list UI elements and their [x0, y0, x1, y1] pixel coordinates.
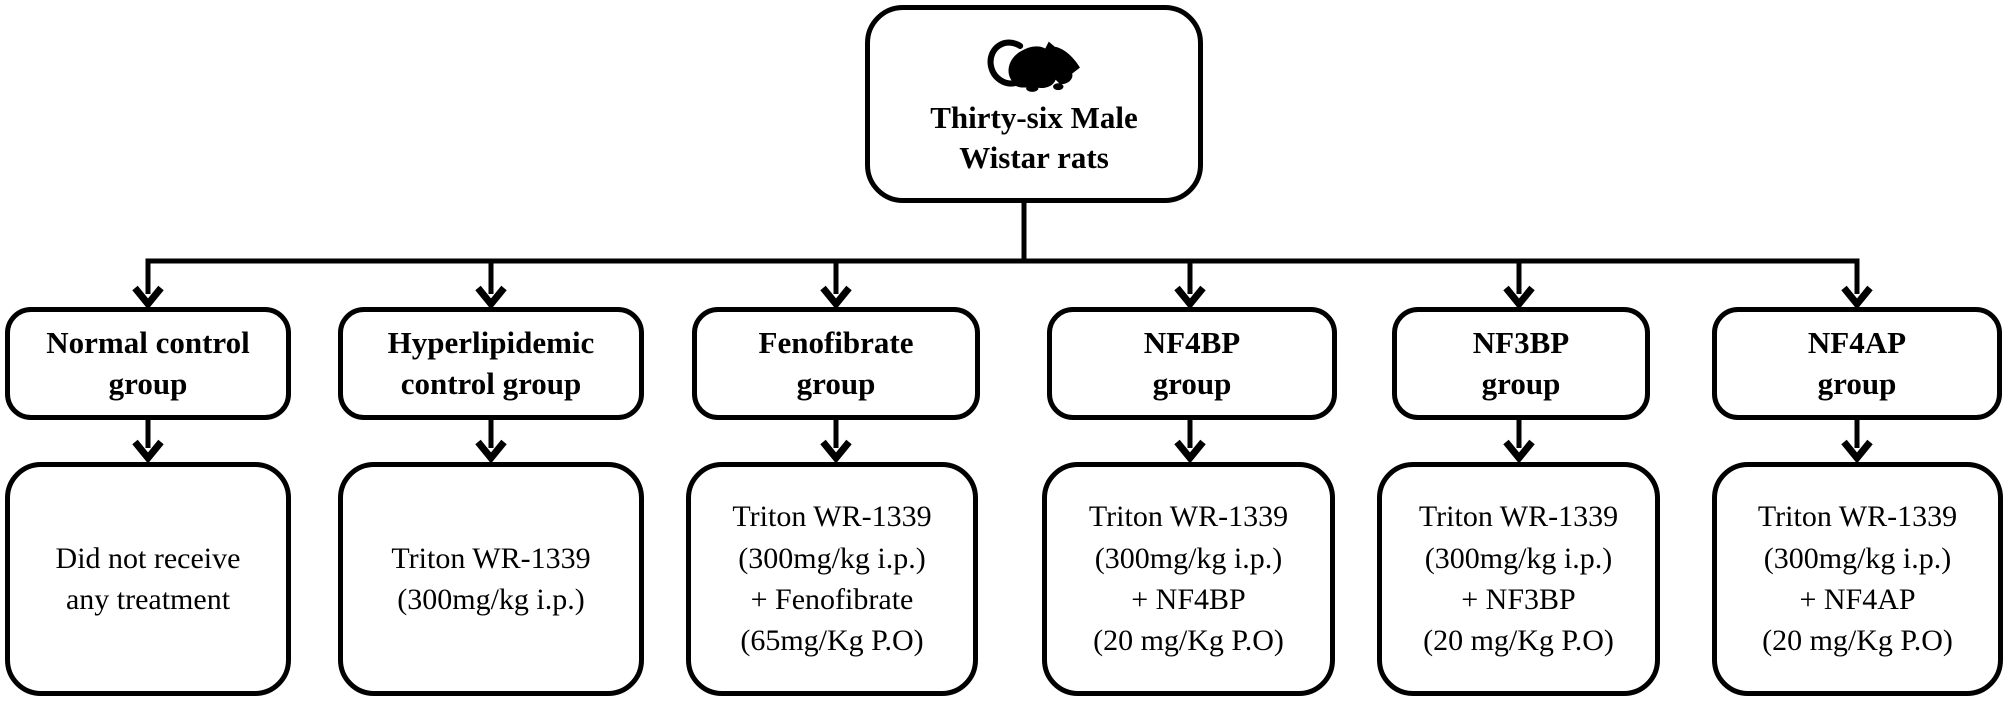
arrowhead-icon	[132, 439, 164, 464]
group-node-hyperlipidemic-control: Hyperlipidemic control group	[338, 307, 644, 420]
treatment-label: Did not receive any treatment	[55, 541, 241, 616]
root-node: Thirty-six Male Wistar rats	[865, 5, 1203, 203]
treatment-node-nf3bp: Triton WR-1339 (300mg/kg i.p.) + NF3BP (…	[1377, 462, 1660, 696]
group-label: NF3BP group	[1472, 324, 1570, 401]
arrowhead-icon	[475, 285, 507, 310]
treatment-label: Triton WR-1339 (300mg/kg i.p.) + NF4BP (…	[1088, 500, 1289, 658]
arrowhead-icon	[1503, 439, 1535, 464]
treatment-node-nf4ap: Triton WR-1339 (300mg/kg i.p.) + NF4AP (…	[1712, 462, 2003, 696]
arrowhead-icon	[1841, 439, 1873, 464]
group-label: Hyperlipidemic control group	[387, 324, 595, 401]
treatment-label: Triton WR-1339 (300mg/kg i.p.) + NF3BP (…	[1418, 500, 1619, 658]
arrowhead-icon	[820, 439, 852, 464]
arrowhead-icon	[475, 439, 507, 464]
rat-icon	[987, 39, 1080, 93]
arrowhead-icon	[1503, 285, 1535, 310]
group-node-nf4bp: NF4BP group	[1047, 307, 1337, 420]
treatment-node-normal-control: Did not receive any treatment	[5, 462, 291, 696]
arrowhead-icon	[1174, 285, 1206, 310]
treatment-label: Triton WR-1339 (300mg/kg i.p.)	[391, 541, 591, 616]
arrowhead-icon	[820, 285, 852, 310]
group-label: Fenofibrate group	[758, 324, 914, 401]
distribution-bar	[145, 258, 1860, 294]
treatment-node-nf4bp: Triton WR-1339 (300mg/kg i.p.) + NF4BP (…	[1042, 462, 1335, 696]
arrowhead-icon	[132, 285, 164, 310]
group-label: NF4AP group	[1807, 324, 1907, 401]
treatment-node-fenofibrate: Triton WR-1339 (300mg/kg i.p.) + Fenofib…	[686, 462, 978, 696]
group-node-fenofibrate: Fenofibrate group	[692, 307, 980, 420]
arrowhead-icon	[1841, 285, 1873, 310]
group-label: Normal control group	[46, 324, 250, 401]
arrowhead-icon	[1174, 439, 1206, 464]
group-node-nf4ap: NF4AP group	[1712, 307, 2002, 420]
group-label: NF4BP group	[1143, 324, 1241, 401]
treatment-label: Triton WR-1339 (300mg/kg i.p.) + Fenofib…	[732, 500, 932, 658]
group-node-normal-control: Normal control group	[5, 307, 291, 420]
treatment-node-hyperlipidemic-control: Triton WR-1339 (300mg/kg i.p.)	[338, 462, 644, 696]
group-node-nf3bp: NF3BP group	[1392, 307, 1650, 420]
root-label: Thirty-six Male Wistar rats	[930, 100, 1138, 175]
treatment-label: Triton WR-1339 (300mg/kg i.p.) + NF4AP (…	[1757, 500, 1958, 658]
